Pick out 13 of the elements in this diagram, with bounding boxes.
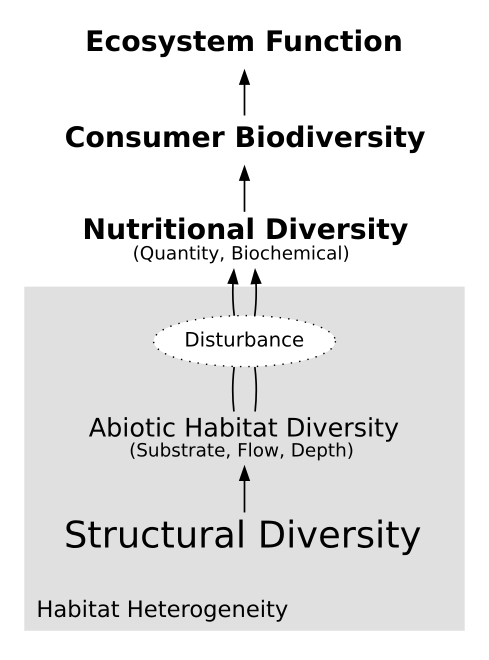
arrow — [238, 68, 250, 115]
node-text: Ecosystem Function — [85, 24, 403, 58]
arrow — [250, 267, 262, 316]
arrow — [238, 164, 250, 212]
connector — [232, 366, 235, 412]
node-text: Structural Diversity — [64, 513, 422, 556]
node-text: Nutritional Diversity (Quantity, Biochemical) — [82, 212, 408, 264]
node-ellipse: Disturbance — [152, 314, 336, 367]
node-text: Consumer Biodiversity — [64, 120, 426, 154]
arrow — [238, 464, 250, 512]
arrow — [227, 267, 239, 316]
connector — [254, 366, 258, 412]
node-text: Abiotic Habitat Diversity (Substrate, Flow, Depth) — [88, 413, 400, 461]
